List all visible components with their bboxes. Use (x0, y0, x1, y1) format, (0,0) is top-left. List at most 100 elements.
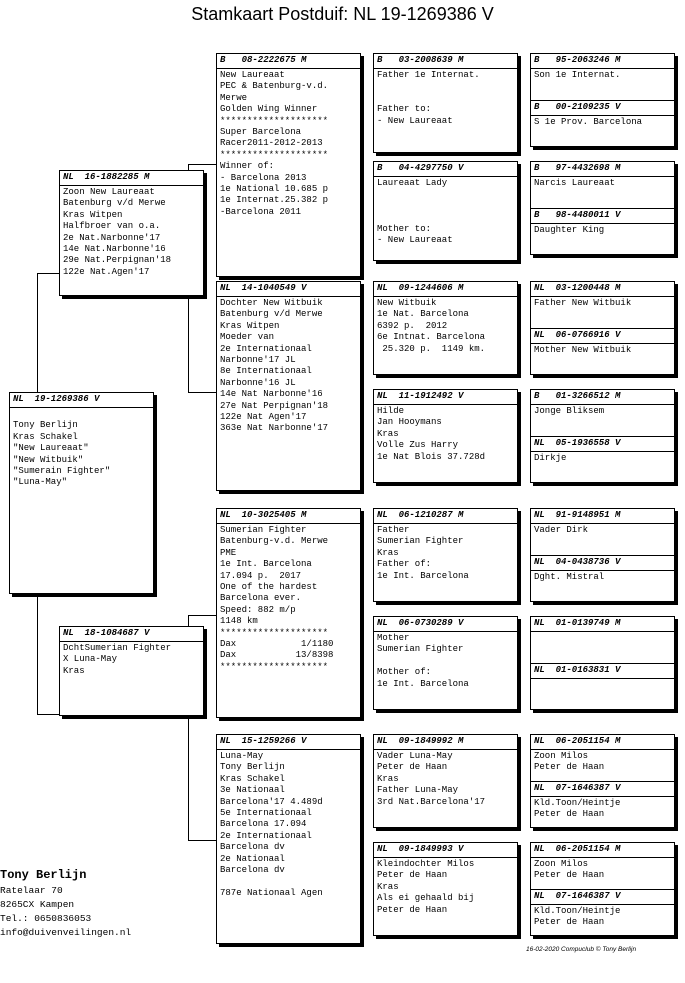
ring-number: NL 14-1040549 V (217, 282, 360, 297)
owner-name: Tony Berlijn (0, 868, 87, 882)
card-text: Hilde Jan Hooymans Kras Volle Zus Harry … (377, 406, 486, 462)
owner-city: 8265CX Kampen (0, 899, 75, 910)
pedigree-card-granddam-paternal: NL 14-1040549 V Dochter New Witbuik Bate… (216, 281, 361, 491)
card-text: Mother Sumerian Fighter Mother of: 1e In… (377, 633, 469, 689)
card-text: Zoon Milos Peter de Haan (534, 859, 605, 881)
card-text: Vader Dirk (534, 525, 589, 535)
owner-address: Tony Berlijn Ratelaar 70 8265CX Kampen T… (0, 868, 131, 940)
pedigree-card-gggp: NL 91-9148951 M Vader Dirk NL 04-0438736… (530, 508, 675, 602)
connector-line (188, 274, 189, 392)
pedigree-card-sire: NL 16-1882285 M Zoon New Laureaat Batenb… (59, 170, 204, 296)
card-text: Father 1e Internat. Father to: - New Lau… (377, 70, 480, 126)
pedigree-card-ggp: NL 09-1849993 V Kleindochter Milos Peter… (373, 842, 518, 936)
ring-number: NL 18-1084687 V (60, 627, 203, 642)
card-text: Dght. Mistral (534, 572, 605, 582)
ring-number: NL 19-1269386 V (10, 393, 153, 408)
pedigree-card-gggp: B 01-3266512 M Jonge Bliksem NL 05-19365… (530, 389, 675, 483)
card-text: Dochter New Witbuik Batenburg v/d Merwe … (220, 298, 329, 434)
ring-number: NL 03-1200448 M (531, 282, 674, 297)
pedigree-card-gggp: B 97-4432698 M Narcis Laureaat B 98-4480… (530, 161, 675, 255)
pedigree-card-gggp: NL 03-1200448 M Father New Witbuik NL 06… (530, 281, 675, 375)
pedigree-card-grandsire-paternal: B 08-2222675 M New Laureaat PEC & Batenb… (216, 53, 361, 277)
connector-line (188, 392, 216, 393)
card-text: Tony Berlijn Kras Schakel "New Laureaat"… (13, 420, 111, 488)
pedigree-card-gggp: NL 06-2051154 M Zoon Milos Peter de Haan… (530, 734, 675, 828)
pedigree-card-ggp: B 04-4297750 V Laureaat Lady Mother to: … (373, 161, 518, 261)
ring-number: B 03-2008639 M (374, 54, 517, 69)
card-text: Kld.Toon/Heintje Peter de Haan (534, 906, 621, 928)
pedigree-card-dam: NL 18-1084687 V DchtSumerian Fighter X L… (59, 626, 204, 716)
card-text: Son 1e Internat. (534, 70, 621, 80)
pedigree-card-gggp: NL 06-2051154 M Zoon Milos Peter de Haan… (530, 842, 675, 936)
card-text: Mother New Witbuik (534, 345, 632, 355)
ring-number: B 97-4432698 M (531, 162, 674, 177)
ring-number: B 95-2063246 M (531, 54, 674, 69)
ring-number: NL 07-1646387 V (531, 890, 674, 905)
pedigree-card-ggp: NL 06-0730289 V Mother Sumerian Fighter … (373, 616, 518, 710)
footer-credit: 16-02-2020 Compuclub © Tony Berlijn (526, 946, 637, 953)
connector-line (37, 594, 38, 714)
ring-number: NL 09-1244606 M (374, 282, 517, 297)
ring-number: NL 01-0139749 M (531, 617, 674, 632)
card-text: Sumerian Fighter Batenburg-v.d. Merwe PM… (220, 525, 334, 672)
connector-line (37, 273, 59, 274)
ring-number: NL 05-1936558 V (531, 437, 674, 452)
ring-number: NL 04-0438736 V (531, 556, 674, 571)
ring-number: NL 11-1912492 V (374, 390, 517, 405)
card-text: New Laureaat PEC & Batenburg-v.d. Merwe … (220, 70, 329, 217)
ring-number: NL 06-1210287 M (374, 509, 517, 524)
card-text: Laureaat Lady Mother to: - New Laureaat (377, 178, 453, 246)
pedigree-card-gggp: B 95-2063246 M Son 1e Internat. B 00-210… (530, 53, 675, 147)
ring-number: NL 06-2051154 M (531, 735, 674, 750)
pedigree-card-subject: NL 19-1269386 V Tony Berlijn Kras Schake… (9, 392, 154, 594)
card-text (531, 679, 674, 681)
ring-number: NL 09-1849992 M (374, 735, 517, 750)
pedigree-card-ggp: NL 09-1244606 M New Witbuik 1e Nat. Barc… (373, 281, 518, 375)
pedigree-card-ggp: NL 06-1210287 M Father Sumerian Fighter … (373, 508, 518, 602)
ring-number: NL 06-0730289 V (374, 617, 517, 632)
pedigree-card-ggp: B 03-2008639 M Father 1e Internat. Fathe… (373, 53, 518, 153)
ring-number: NL 91-9148951 M (531, 509, 674, 524)
card-text: Father Sumerian Fighter Kras Father of: … (377, 525, 469, 581)
card-text: Vader Luna-May Peter de Haan Kras Father… (377, 751, 486, 807)
connector-line (37, 273, 38, 393)
connector-line (188, 840, 216, 841)
ring-number: NL 10-3025405 M (217, 509, 360, 524)
owner-street: Ratelaar 70 (0, 885, 63, 896)
pedigree-card-ggp: NL 09-1849992 M Vader Luna-May Peter de … (373, 734, 518, 828)
owner-email: info@duivenveilingen.nl (0, 927, 132, 938)
card-text (531, 632, 674, 634)
ring-number: NL 06-2051154 M (531, 843, 674, 858)
connector-line (188, 615, 189, 840)
ring-number: NL 15-1259266 V (217, 735, 360, 750)
card-text: New Witbuik 1e Nat. Barcelona 6392 p. 20… (377, 298, 486, 354)
connector-line (188, 164, 216, 165)
card-text: Jonge Bliksem (534, 406, 605, 416)
ring-number: NL 06-0766916 V (531, 329, 674, 344)
pedigree-card-grandsire-maternal: NL 10-3025405 M Sumerian Fighter Batenbu… (216, 508, 361, 718)
card-text: Dirkje (534, 453, 567, 463)
ring-number: NL 16-1882285 M (60, 171, 203, 186)
card-text: DchtSumerian Fighter X Luna-May Kras (63, 643, 172, 676)
card-text: Father New Witbuik (534, 298, 632, 308)
ring-number: B 08-2222675 M (217, 54, 360, 69)
connector-line (37, 714, 59, 715)
pedigree-card-granddam-maternal: NL 15-1259266 V Luna-May Tony Berlijn Kr… (216, 734, 361, 944)
ring-number: B 04-4297750 V (374, 162, 517, 177)
page-title: Stamkaart Postduif: NL 19-1269386 V (191, 4, 494, 24)
card-text: Zoon Milos Peter de Haan (534, 751, 605, 773)
owner-phone: Tel.: 0650836053 (0, 913, 92, 924)
card-text: S 1e Prov. Barcelona (534, 117, 643, 127)
card-text: Narcis Laureaat (534, 178, 616, 188)
connector-line (188, 615, 216, 616)
ring-number: B 00-2109235 V (531, 101, 674, 116)
ring-number: NL 01-0163831 V (531, 664, 674, 679)
card-text: Kld.Toon/Heintje Peter de Haan (534, 798, 621, 820)
pedigree-card-ggp: NL 11-1912492 V Hilde Jan Hooymans Kras … (373, 389, 518, 483)
pedigree-card-gggp: NL 01-0139749 M NL 01-0163831 V (530, 616, 675, 710)
ring-number: NL 07-1646387 V (531, 782, 674, 797)
ring-number: NL 09-1849993 V (374, 843, 517, 858)
card-text: Luna-May Tony Berlijn Kras Schakel 3e Na… (220, 751, 323, 898)
ring-number: B 01-3266512 M (531, 390, 674, 405)
card-text: Kleindochter Milos Peter de Haan Kras Al… (377, 859, 475, 915)
